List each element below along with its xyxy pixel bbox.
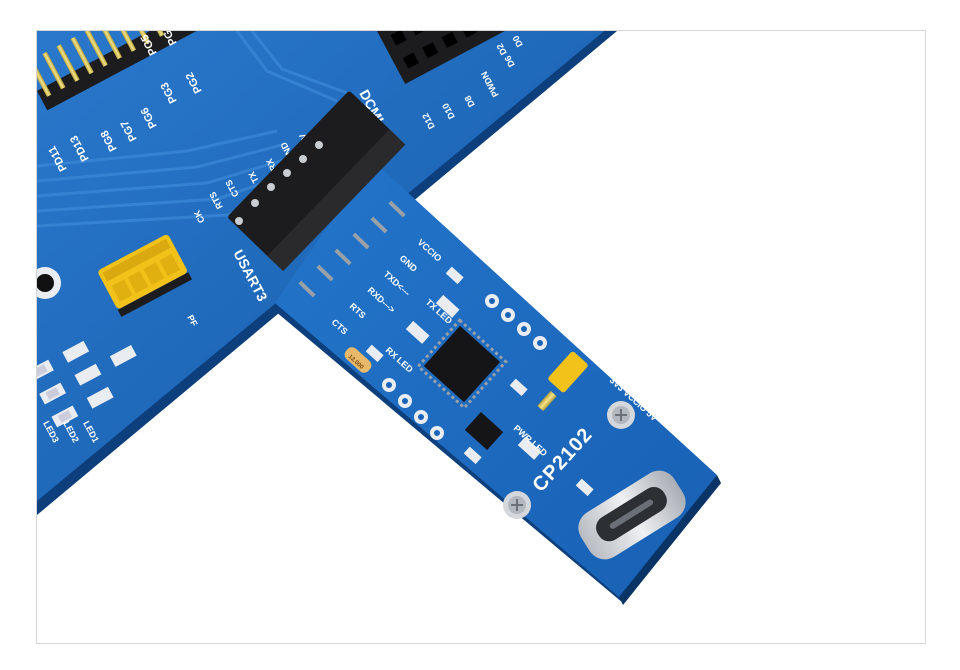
- dcmi-pin-d2: D2: [495, 42, 509, 57]
- pf-label: PF: [185, 313, 199, 328]
- product-photo: PG6 PG7 PG8 PD13 PD11 PG3 PG5 PG4 PG2 DC…: [37, 31, 721, 605]
- cp2102-module: [275, 161, 721, 605]
- mounting-hole-center: [37, 274, 54, 292]
- smd-components: [365, 266, 594, 497]
- rx-led: [405, 320, 430, 344]
- dcmi-pin-d6: D6: [503, 54, 517, 69]
- usart-connector: [228, 91, 406, 298]
- dcmi-pin-d8: D8: [463, 94, 477, 109]
- base-jumper-block: PF: [98, 234, 200, 329]
- gpio-pin-header: [37, 31, 198, 111]
- pwr-led: [517, 436, 542, 460]
- voltage-regulator: [464, 412, 504, 450]
- photo-frame: PG6 PG7 PG8 PD13 PD11 PG3 PG5 PG4 PG2 DC…: [36, 30, 926, 644]
- cp2102-chip: [416, 318, 508, 410]
- tx-led: [435, 294, 460, 318]
- usart-pin-tx: TX: [247, 170, 261, 185]
- usb-c-connector: [578, 470, 686, 560]
- dcmi-pin-d0: D0: [511, 34, 525, 49]
- mounting-screws: [503, 401, 635, 519]
